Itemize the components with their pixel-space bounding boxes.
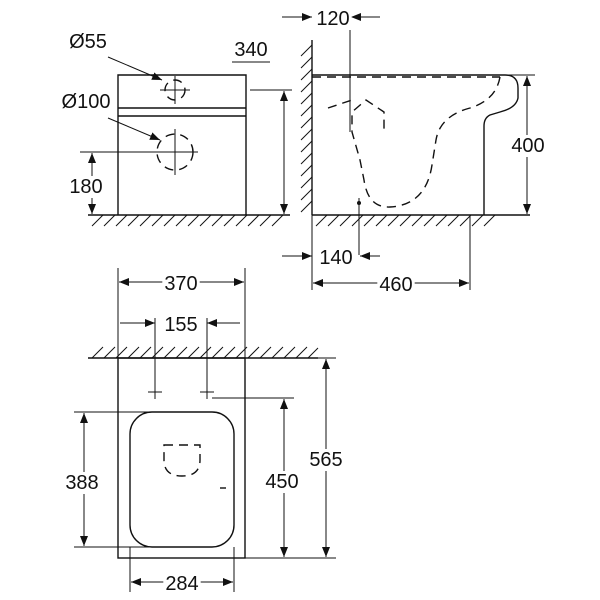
side-floor-hatch	[315, 214, 496, 227]
front-floor-hatch	[91, 214, 284, 227]
label-backdrop	[163, 573, 201, 595]
dim-370-label: 370	[164, 273, 197, 295]
front-body-outline	[117, 74, 247, 215]
dim-460-label: 460	[379, 274, 412, 296]
side-trap-dash	[351, 76, 501, 208]
label-backdrop	[509, 135, 547, 157]
label-backdrop	[162, 314, 200, 336]
dim-140-label: 140	[319, 247, 352, 269]
label-backdrop	[59, 91, 113, 113]
dia-large-label: Ø100	[62, 91, 111, 113]
dim-450-label: 450	[265, 471, 298, 493]
top-body-outline	[117, 357, 246, 559]
dim-155-label: 155	[164, 314, 197, 336]
side-wall-hatch	[300, 44, 313, 213]
label-backdrop	[232, 39, 270, 61]
fixing-point-right	[200, 385, 214, 399]
dim-180-label: 180	[69, 176, 102, 198]
dim-400-label: 400	[511, 135, 544, 157]
top-wall-hatch	[91, 346, 319, 359]
label-backdrop	[67, 176, 105, 198]
fixing-point-left	[148, 385, 162, 399]
dim-340-label: 340	[234, 39, 267, 61]
label-backdrop	[377, 274, 415, 296]
label-backdrop	[263, 471, 301, 493]
top-outlet-dash	[163, 444, 201, 477]
label-backdrop	[162, 273, 200, 295]
dim-284-label: 284	[165, 573, 198, 595]
label-backdrop	[67, 31, 109, 53]
dia-small-leader	[107, 56, 163, 81]
dia-large-leader	[107, 117, 161, 141]
label-backdrop	[314, 8, 352, 30]
top-seat-outline	[129, 411, 235, 548]
label-backdrop	[307, 449, 345, 471]
front-view: Ø55 Ø100 340 180	[59, 31, 292, 227]
dim-120-label: 120	[316, 8, 349, 30]
label-backdrop	[317, 247, 355, 269]
dim-388-label: 388	[65, 472, 98, 494]
label-backdrop	[63, 472, 101, 494]
dia-small-label: Ø55	[69, 31, 107, 53]
top-view: 370 155 388 450 565 284	[63, 268, 345, 595]
side-body-outline	[312, 74, 519, 215]
dim-565-label: 565	[309, 449, 342, 471]
side-view: 120 400 140 460	[282, 8, 547, 296]
